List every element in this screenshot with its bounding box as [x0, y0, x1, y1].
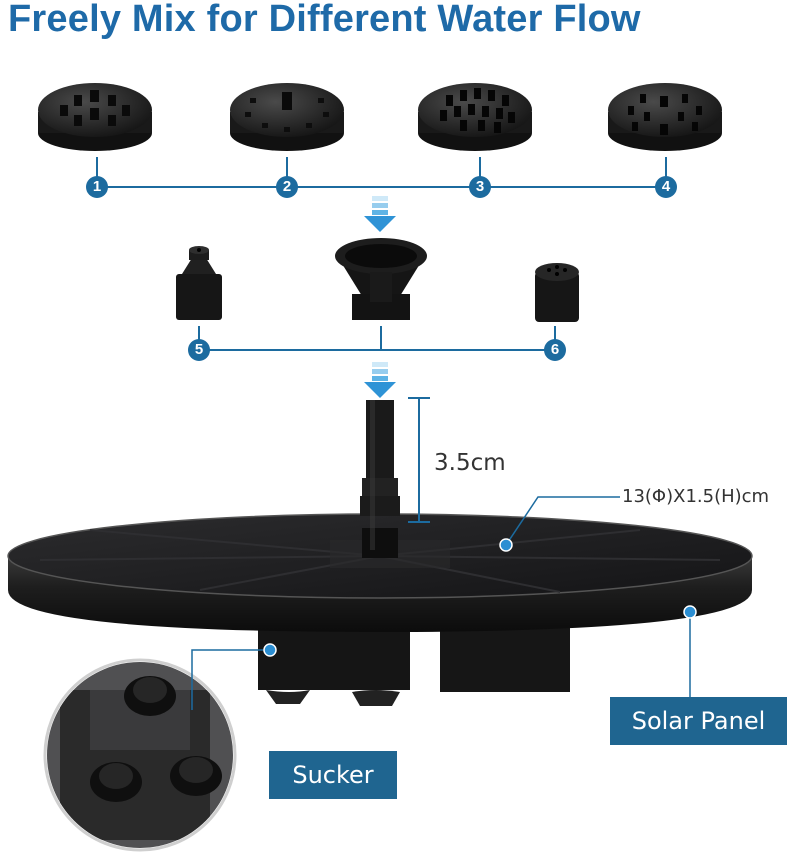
- nozzle-5: [176, 246, 222, 320]
- height-dimension: [408, 397, 430, 523]
- size-pointer: [499, 496, 620, 552]
- height-label: 3.5cm: [434, 450, 506, 476]
- sucker-zoom-inset: [43, 658, 237, 852]
- connector-line-middle: [198, 326, 556, 351]
- down-arrow-icon: [364, 362, 396, 398]
- down-arrow-icon: [364, 196, 396, 232]
- nozzle-1: [38, 83, 152, 151]
- nozzle-2: [230, 83, 344, 151]
- nozzle-6: [535, 263, 579, 322]
- badge-1: 1: [86, 176, 108, 198]
- fountain-tube: [360, 400, 400, 558]
- badge-2: 2: [276, 176, 298, 198]
- center-adapter: [335, 238, 427, 320]
- badge-6: 6: [544, 339, 566, 361]
- size-label: 13(Φ)X1.5(H)cm: [622, 486, 770, 507]
- nozzle-4: [608, 83, 722, 151]
- badge-4: 4: [655, 176, 677, 198]
- page-title: Freely Mix for Different Water Flow: [8, 0, 641, 40]
- badge-3: 3: [469, 176, 491, 198]
- nozzle-3: [418, 83, 532, 151]
- connector-line-top: [96, 157, 667, 188]
- sucker-pointer: [191, 643, 277, 710]
- solar-panel-label: Solar Panel: [610, 697, 787, 745]
- solar-panel-pointer: [683, 605, 697, 700]
- badge-5: 5: [188, 339, 210, 361]
- sucker-label: Sucker: [269, 751, 397, 799]
